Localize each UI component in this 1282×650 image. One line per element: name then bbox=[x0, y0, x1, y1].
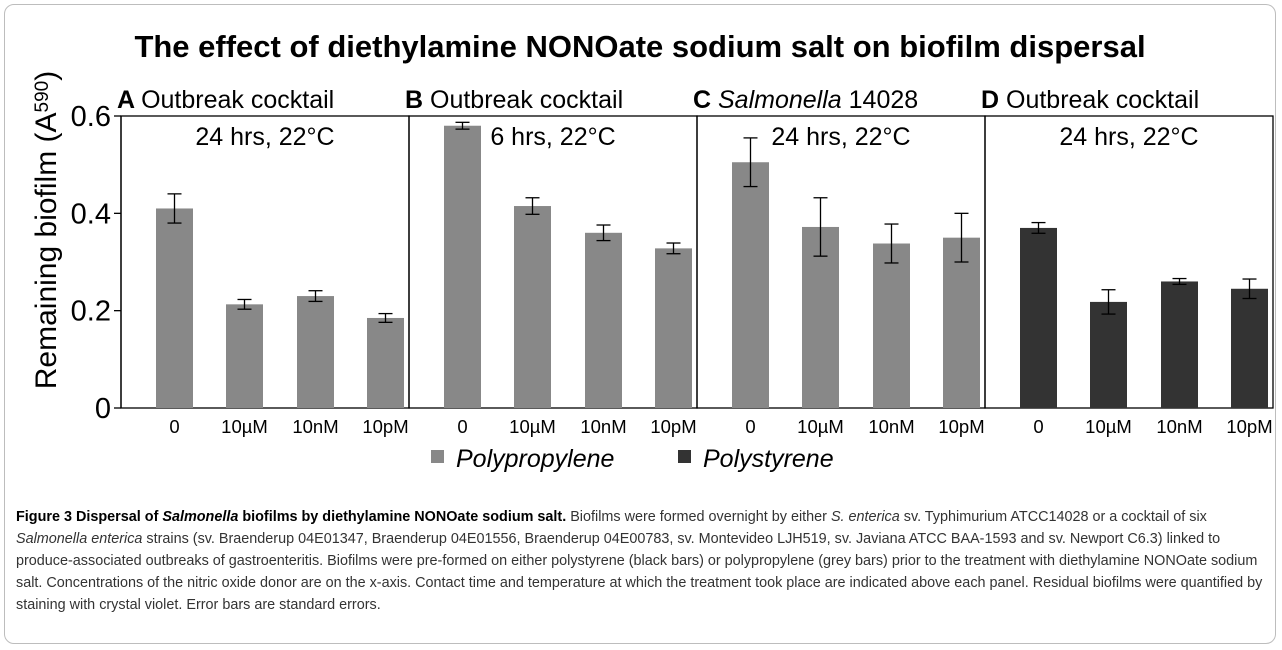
error-bar bbox=[743, 137, 758, 188]
legend-swatch-polypropylene bbox=[431, 450, 444, 463]
bar bbox=[873, 243, 910, 408]
error-bar bbox=[596, 224, 611, 242]
bar bbox=[655, 248, 692, 408]
y-tick-label: 0.6 bbox=[71, 101, 111, 133]
y-axis-label: Remaining biofilm (A590) bbox=[30, 71, 63, 389]
x-tick-label: 10µM bbox=[797, 416, 844, 437]
x-tick-label: 10nM bbox=[1156, 416, 1202, 437]
panel-title-text: Outbreak cocktail bbox=[1006, 86, 1199, 114]
error-bar bbox=[954, 212, 969, 263]
panel-title: D Outbreak cocktail bbox=[981, 86, 1199, 114]
x-tick-label: 10pM bbox=[650, 416, 696, 437]
x-tick-label: 0 bbox=[1033, 416, 1043, 437]
panel-letter: C bbox=[693, 86, 718, 114]
error-bar bbox=[813, 197, 828, 257]
panel-c: C Salmonella 14028 24 hrs, 22°C 0 10µM 10nM 1… bbox=[693, 86, 986, 437]
y-tick-label: 0.4 bbox=[71, 198, 111, 230]
panel-frame bbox=[984, 115, 1274, 409]
legend-swatch-polystyrene bbox=[678, 450, 691, 463]
legend-label-polypropylene: Polypropylene bbox=[456, 445, 614, 473]
bar bbox=[367, 317, 404, 408]
figure-caption: Figure 3 Dispersal of Salmonella biofilm… bbox=[16, 506, 1270, 616]
bar bbox=[1231, 288, 1268, 408]
y-tick-label: 0.2 bbox=[71, 296, 111, 328]
bar bbox=[943, 237, 980, 408]
error-bar bbox=[237, 298, 252, 310]
caption-label: Figure 3 bbox=[16, 509, 72, 525]
panel-subtitle: 6 hrs, 22°C bbox=[490, 123, 615, 151]
bar bbox=[156, 208, 193, 408]
chart-title: The effect of diethylamine NONOate sodiu… bbox=[134, 29, 1145, 64]
panel-title-text: 14028 bbox=[842, 86, 918, 114]
error-bar bbox=[666, 242, 681, 255]
error-bar bbox=[525, 197, 540, 215]
x-tick-label: 10µM bbox=[1085, 416, 1132, 437]
x-tick-label: 10µM bbox=[221, 416, 268, 437]
panel-title: B Outbreak cocktail bbox=[405, 86, 623, 114]
x-tick-label: 0 bbox=[169, 416, 179, 437]
caption-body-1: Biofilms were formed overnight by either bbox=[566, 509, 831, 525]
error-bar bbox=[455, 121, 470, 130]
panel-a: A Outbreak cocktail 24 hrs, 22°C 0 10µM 10nM… bbox=[117, 86, 410, 437]
caption-title-italic: Salmonella bbox=[162, 509, 239, 525]
error-bar bbox=[167, 193, 182, 224]
panel-title: A Outbreak cocktail bbox=[117, 86, 334, 114]
caption-body-italic-1: S. enterica bbox=[830, 509, 900, 525]
y-axis: 0 0.2 0.4 0.6 bbox=[71, 101, 122, 425]
bar bbox=[585, 232, 622, 408]
bar bbox=[1090, 301, 1127, 408]
panel-subtitle: 24 hrs, 22°C bbox=[771, 123, 910, 151]
x-tick-label: 10pM bbox=[362, 416, 408, 437]
x-tick-label: 10pM bbox=[938, 416, 984, 437]
caption-body-2: sv. Typhimurium ATCC14028 or a cocktail … bbox=[899, 509, 1207, 525]
legend: Polypropylene Polystyrene bbox=[431, 445, 834, 473]
x-tick-label: 10nM bbox=[580, 416, 626, 437]
error-bar bbox=[1031, 221, 1046, 234]
error-bar bbox=[308, 290, 323, 303]
panel-subtitle: 24 hrs, 22°C bbox=[1059, 123, 1198, 151]
error-bar bbox=[884, 223, 899, 264]
panel-title-text: Outbreak cocktail bbox=[430, 86, 623, 114]
error-bar bbox=[1101, 289, 1116, 315]
figure-frame bbox=[4, 4, 1276, 644]
x-tick-label: 0 bbox=[745, 416, 755, 437]
error-bar bbox=[1242, 278, 1257, 300]
caption-body-3: strains (sv. Braenderup 04E01347, Braend… bbox=[16, 531, 1263, 613]
panel-letter: D bbox=[981, 86, 1006, 114]
bar bbox=[226, 304, 263, 408]
bar bbox=[802, 226, 839, 408]
panel-letter: B bbox=[405, 86, 430, 114]
panel-subtitle: 24 hrs, 22°C bbox=[195, 123, 334, 151]
caption-title-post: biofilms by diethylamine NONOate sodium … bbox=[238, 509, 567, 525]
panel-title-text: Outbreak cocktail bbox=[141, 86, 334, 114]
x-tick-label: 10nM bbox=[868, 416, 914, 437]
panel-letter: A bbox=[117, 86, 141, 114]
bar-chart: The effect of diethylamine NONOate sodiu… bbox=[30, 29, 1274, 473]
x-tick-label: 10nM bbox=[292, 416, 338, 437]
chart-panels: A Outbreak cocktail 24 hrs, 22°C 0 10µM 10nM… bbox=[117, 86, 1274, 437]
x-tick-label: 0 bbox=[457, 416, 467, 437]
bar bbox=[297, 296, 334, 408]
bar bbox=[732, 162, 769, 408]
panel-title-italic: Salmonella bbox=[718, 86, 842, 114]
error-bar bbox=[378, 312, 393, 323]
bar bbox=[1161, 281, 1198, 408]
panel-title: C Salmonella 14028 bbox=[693, 86, 918, 114]
panel-b: B Outbreak cocktail 6 hrs, 22°C 0 10µM 10nM 1… bbox=[405, 86, 698, 437]
bar bbox=[514, 206, 551, 408]
caption-body-italic-2: Salmonella enterica bbox=[16, 531, 143, 547]
legend-label-polystyrene: Polystyrene bbox=[703, 445, 834, 473]
bar bbox=[1020, 227, 1057, 408]
error-bar bbox=[1172, 277, 1187, 286]
x-tick-label: 10µM bbox=[509, 416, 556, 437]
bar bbox=[444, 125, 481, 408]
panel-d: D Outbreak cocktail 24 hrs, 22°C 0 10µM 10nM… bbox=[981, 86, 1274, 437]
y-tick-label: 0 bbox=[95, 393, 111, 425]
x-tick-label: 10pM bbox=[1226, 416, 1272, 437]
caption-title-pre: Dispersal of bbox=[71, 509, 163, 525]
